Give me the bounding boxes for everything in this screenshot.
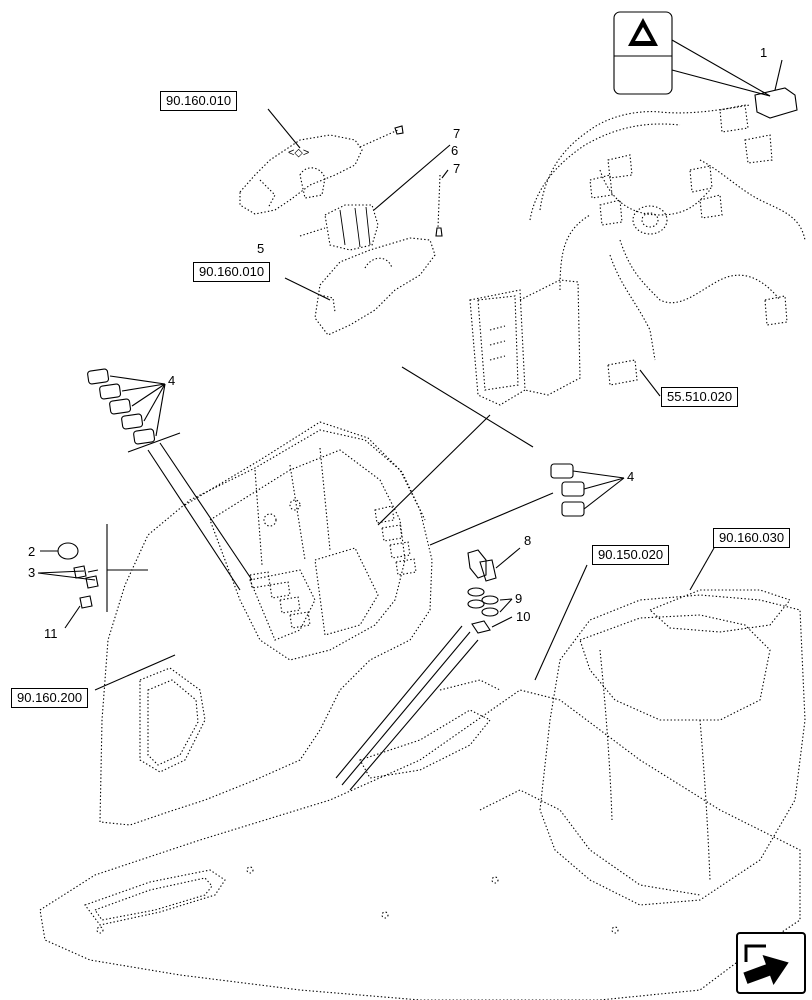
callout-6: 6 <box>451 143 459 158</box>
callout-1: 1 <box>760 45 768 60</box>
next-page-button[interactable] <box>736 932 806 994</box>
right-column-shroud <box>479 589 806 906</box>
loose-switches-right <box>550 463 625 517</box>
explosion-leader-lines <box>106 366 554 791</box>
callout-4-right: 4 <box>627 469 635 484</box>
callout-11: 11 <box>44 626 58 641</box>
floor-plate <box>39 679 801 1000</box>
callout-7-top: 7 <box>453 126 461 141</box>
hazard-switch-detail <box>613 11 771 97</box>
callout-9: 9 <box>515 591 523 606</box>
switch-bezel <box>299 174 443 251</box>
callout-7-mid: 7 <box>453 161 461 176</box>
callout-10: 10 <box>516 609 531 624</box>
reference-box-harness[interactable]: 55.510.020 <box>661 387 739 407</box>
reference-box-right-column[interactable]: 90.160.030 <box>713 528 791 548</box>
reference-leaders <box>94 59 783 691</box>
next-page-arrow-icon <box>743 944 789 986</box>
wiring-harness <box>469 87 806 406</box>
reference-box-switch-top[interactable]: 90.160.010 <box>160 91 238 111</box>
callout-4-left: 4 <box>168 373 176 388</box>
reference-box-console[interactable]: 90.160.200 <box>11 688 89 708</box>
loose-switches-left <box>87 368 166 445</box>
hazard-warning-triangle-icon <box>628 18 658 46</box>
callout-5: 5 <box>257 241 265 256</box>
switch-cover-lower <box>314 237 436 336</box>
callout-3: 3 <box>28 565 36 580</box>
callout-8: 8 <box>524 533 532 548</box>
direction-symbol: <◇> <box>288 147 309 159</box>
dashboard-console <box>99 421 433 826</box>
switch-housing-upper: <◇> <box>239 125 404 215</box>
fasteners <box>37 542 521 634</box>
reference-box-switch-cover[interactable]: 90.160.010 <box>193 262 271 282</box>
callout-2: 2 <box>28 544 36 559</box>
reference-box-floor[interactable]: 90.150.020 <box>592 545 670 565</box>
